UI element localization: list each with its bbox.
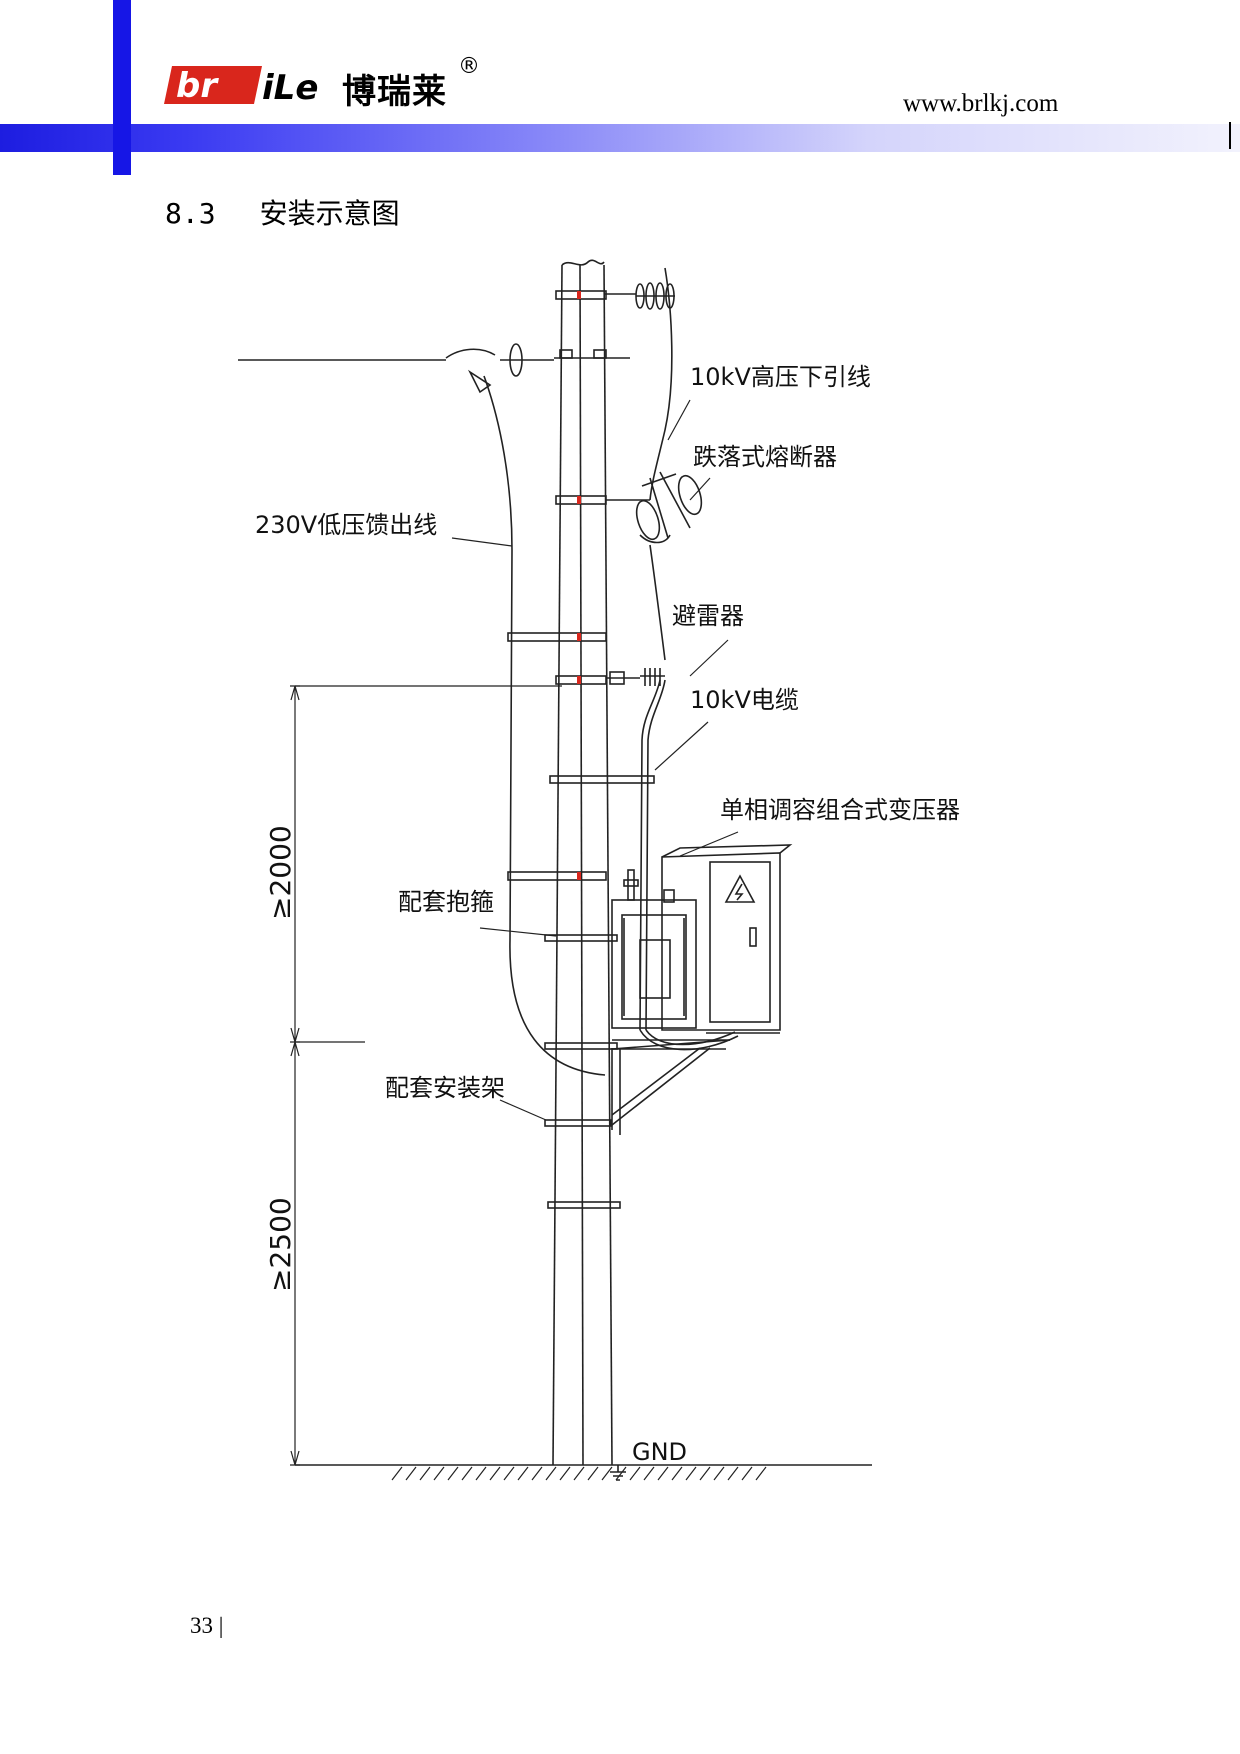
- dimension-lower: ≥2500: [264, 1197, 297, 1292]
- page-number: 33 |: [190, 1613, 224, 1638]
- label-ground: GND: [632, 1438, 687, 1466]
- header-end-tick: [1229, 122, 1231, 149]
- label-transformer: 单相调容组合式变压器: [720, 796, 960, 824]
- section-heading: 8.3 安装示意图: [165, 192, 400, 232]
- leader-lines: [451, 399, 739, 1121]
- lv-feeder-wire: [483, 375, 606, 1076]
- hv-downlead-wire: [649, 267, 673, 501]
- ground-symbol-icon: [610, 1465, 626, 1481]
- section-title: 安装示意图: [259, 197, 400, 230]
- insulator-icon: [604, 282, 675, 310]
- label-drop-fuse: 跌落式熔断器: [693, 443, 837, 471]
- header-vertical-bar: [113, 0, 131, 175]
- label-hoop: 配套抱箍: [398, 888, 494, 916]
- logo-ile-letters: iLe: [262, 68, 318, 108]
- logo-red-parallelogram: [164, 66, 262, 104]
- brand-name-cn: 博瑞莱: [342, 72, 447, 112]
- arrester: [606, 668, 665, 686]
- website-url[interactable]: www.brlkj.com: [903, 90, 1059, 117]
- label-hv-downlead: 10kV高压下引线: [690, 363, 871, 391]
- dimension-upper: ≥2000: [264, 825, 297, 920]
- hv-cable: [639, 679, 739, 1051]
- brand-logo: br iLe: [164, 66, 318, 108]
- label-mount-frame: 配套安装架: [385, 1074, 505, 1102]
- transformer-cabinet: [661, 844, 793, 1034]
- crossarm-top: [238, 343, 630, 394]
- ground-hatching: [391, 1466, 767, 1481]
- header-gradient-bar: [0, 124, 1240, 152]
- utility-pole: [552, 259, 613, 1466]
- section-number: 8.3: [165, 197, 216, 230]
- label-lv-feeder: 230V低压馈出线: [255, 511, 437, 539]
- dimension-lines: [290, 685, 562, 1466]
- label-hv-cable: 10kV电缆: [690, 686, 799, 714]
- transformer: [611, 869, 697, 1029]
- drop-fuse: [606, 471, 703, 544]
- warning-triangle-icon: [724, 874, 756, 903]
- label-arrester: 避雷器: [672, 602, 744, 630]
- registered-mark: ®: [458, 54, 480, 79]
- logo-br-letters: br: [176, 66, 219, 106]
- mount-frame: [611, 1039, 731, 1135]
